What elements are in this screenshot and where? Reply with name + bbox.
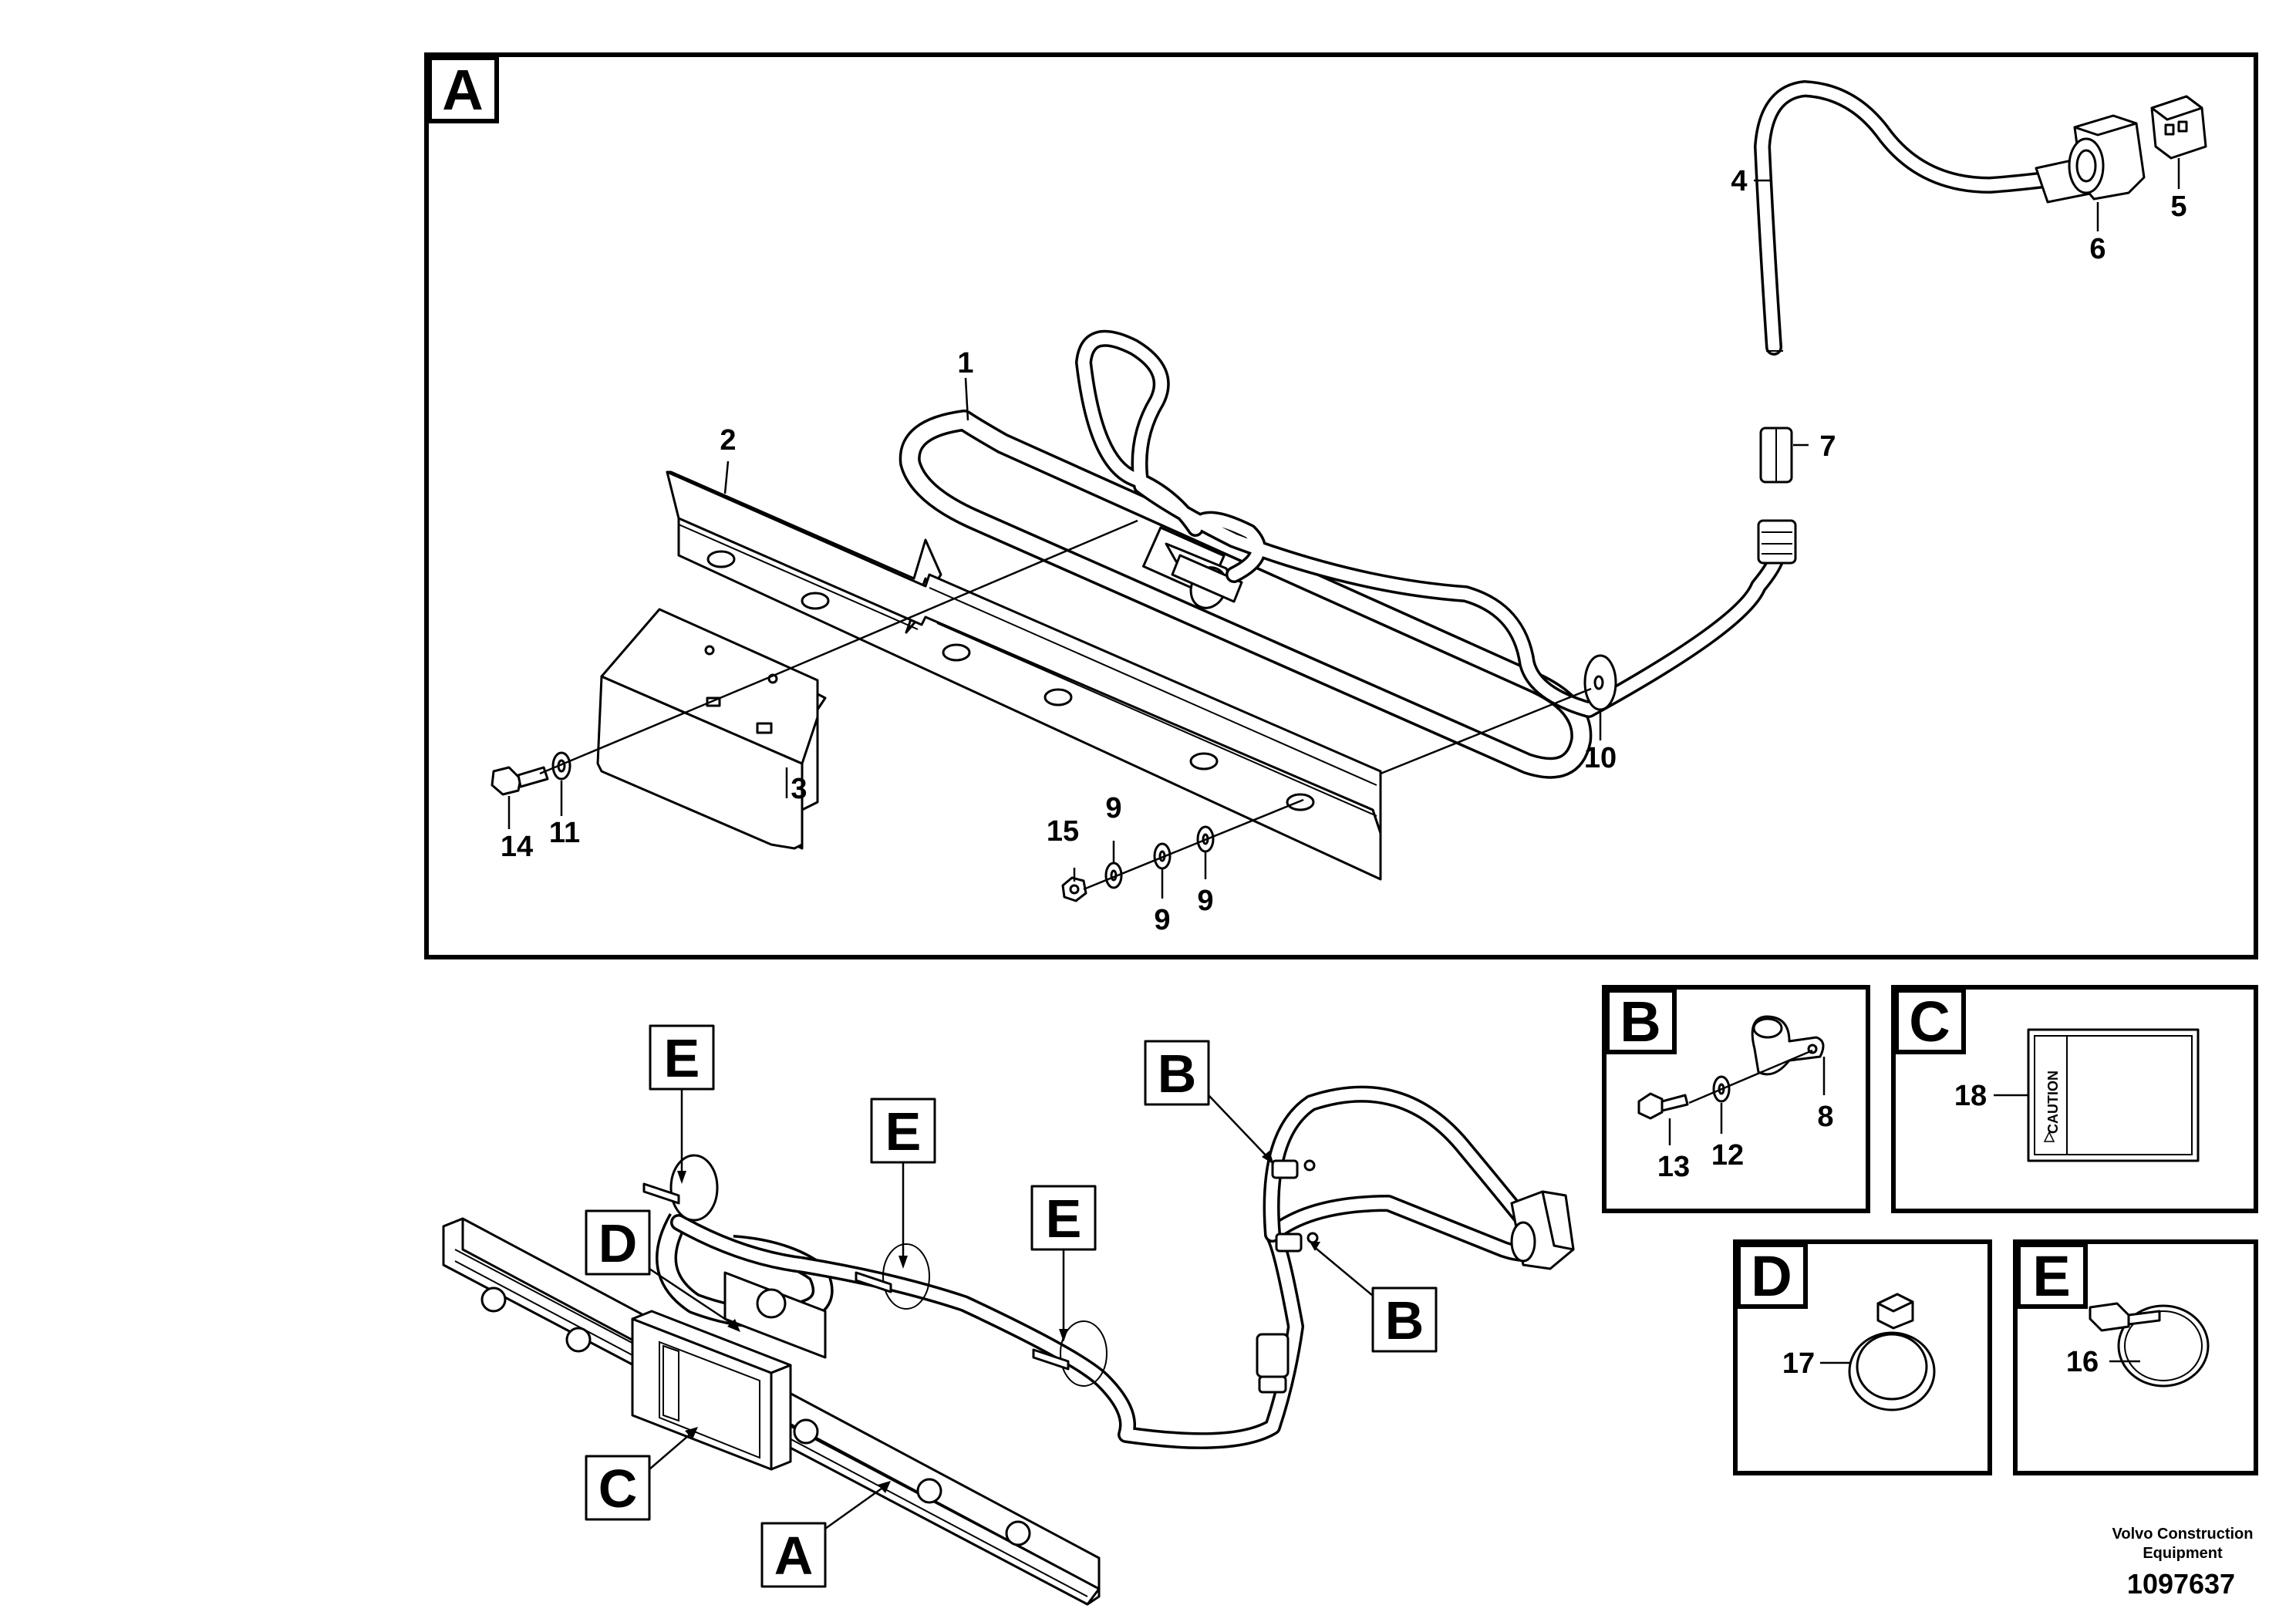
heater-loop-part-1	[899, 410, 1593, 779]
panel-b-label: B	[1620, 990, 1660, 1054]
part-number-13: 13	[1657, 1151, 1690, 1183]
switch-part-6	[2035, 114, 2146, 204]
part-number-5: 5	[2170, 191, 2186, 223]
panel-e-label: E	[2032, 1244, 2070, 1308]
part-number-4: 4	[1731, 165, 1747, 197]
part-number-8: 8	[1817, 1101, 1833, 1133]
callout-b-1: B	[1158, 1044, 1197, 1104]
panel-e: E 16	[2013, 1239, 2258, 1475]
bolt-part-14	[491, 766, 549, 796]
panel-a: A	[424, 52, 2258, 959]
cable-part-4	[1075, 80, 2060, 718]
part-number-16: 16	[2066, 1346, 2099, 1378]
panel-d-label: D	[1751, 1244, 1792, 1308]
part-number-1: 1	[957, 347, 973, 379]
rail-part-2	[666, 470, 1382, 881]
part-number-3: 3	[791, 773, 807, 805]
part-number-2: 2	[720, 424, 736, 457]
panel-a-label: A	[442, 58, 483, 122]
part-number-9c: 9	[1197, 885, 1213, 917]
callout-e-3: E	[1046, 1189, 1082, 1249]
nut-part-15	[1061, 876, 1087, 902]
plug-part-5	[2150, 95, 2207, 160]
part-number-10: 10	[1584, 742, 1617, 774]
footer-company-line2: Equipment	[2143, 1545, 2223, 1562]
panel-c-label: C	[1909, 990, 1950, 1054]
washer-part-11	[551, 751, 571, 781]
panel-b: B 8 12 13	[1602, 985, 1870, 1213]
callout-d: D	[598, 1213, 638, 1273]
part-number-9b: 9	[1154, 904, 1170, 936]
washer-part-10	[1583, 654, 1617, 711]
panel-d: D 17	[1733, 1239, 1992, 1475]
assembled-view: E E E B B D C A	[442, 1024, 1575, 1606]
part-number-7: 7	[1819, 430, 1836, 463]
callout-b-2: B	[1385, 1290, 1424, 1351]
decal-caution-text: CAUTION	[2045, 1071, 2061, 1134]
callout-c: C	[598, 1458, 638, 1519]
part-number-6: 6	[2089, 233, 2106, 265]
part-number-14: 14	[501, 831, 533, 863]
callout-a: A	[774, 1526, 814, 1586]
part-number-12: 12	[1711, 1139, 1744, 1172]
footer-company-line1: Volvo Construction	[2112, 1526, 2254, 1543]
callout-e-1: E	[664, 1028, 700, 1088]
footer: Volvo Construction Equipment 1097637	[2112, 1526, 2254, 1600]
footer-figure-number: 1097637	[2127, 1568, 2235, 1600]
washers-part-9	[1104, 825, 1215, 889]
part-number-9a: 9	[1105, 792, 1121, 824]
part-number-15: 15	[1047, 815, 1079, 848]
callout-e-2: E	[885, 1101, 922, 1162]
bracket-part-3	[596, 608, 827, 850]
panel-c: C CAUTION 18	[1891, 985, 2258, 1213]
part-number-17: 17	[1782, 1347, 1815, 1380]
part-number-18: 18	[1954, 1080, 1987, 1112]
part-number-11: 11	[549, 817, 580, 849]
